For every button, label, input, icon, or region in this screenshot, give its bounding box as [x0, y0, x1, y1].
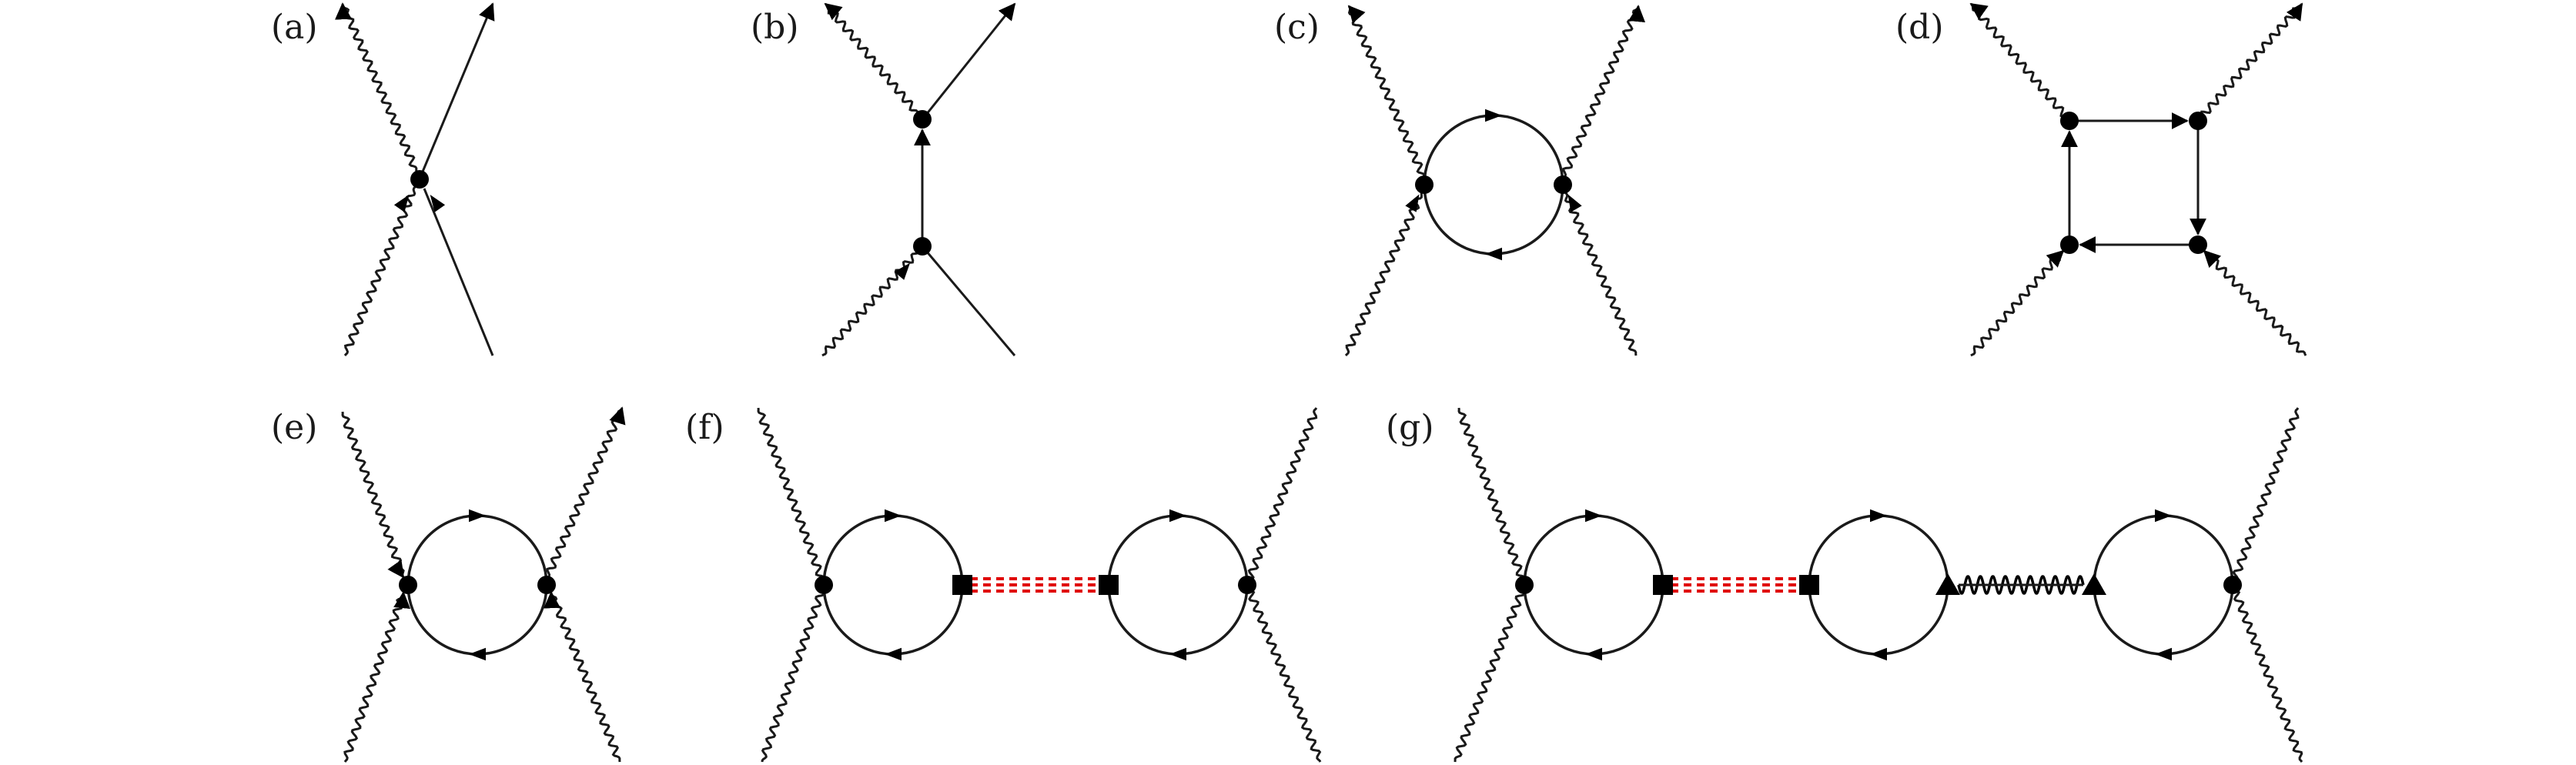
vertex-dot	[913, 110, 932, 129]
vertex-dot	[2223, 576, 2242, 594]
photon-line	[543, 591, 621, 763]
diagram-panel-a	[334, 2, 495, 356]
square-vertex	[1653, 575, 1673, 595]
photon-line	[545, 406, 626, 580]
arrowhead-in	[1567, 194, 1582, 212]
photon-line	[1457, 407, 1526, 586]
fermion-loop	[1423, 114, 1564, 256]
arrowhead-in	[393, 194, 410, 212]
vertex-dot	[537, 576, 556, 594]
triangle-vertex	[2082, 573, 2106, 595]
photon-line	[343, 186, 417, 356]
photon-line	[1344, 192, 1423, 356]
loop-arrow-bottom	[885, 647, 902, 661]
photon-line	[1561, 5, 1646, 179]
diagram-panel-g	[1454, 407, 2303, 763]
square-vertex	[1799, 575, 1819, 595]
fermion-loop	[1523, 514, 1664, 656]
diagram-panel-f	[757, 407, 1322, 763]
photon-line	[1969, 2, 2071, 122]
vertex-dot	[2189, 236, 2207, 254]
arrowhead-in	[1405, 194, 1420, 212]
square-vertex	[952, 575, 972, 595]
fermion-line	[925, 2, 1016, 115]
square-vertex	[1099, 575, 1119, 595]
photon-line	[2197, 2, 2303, 122]
arrowhead-in	[430, 194, 446, 212]
fermion-loop	[1107, 514, 1249, 656]
photon-line	[1970, 249, 2065, 357]
photon-line	[343, 591, 411, 763]
photon-line	[2231, 407, 2300, 585]
vertex-dot	[1415, 175, 1434, 194]
panel-label-b: (b)	[751, 8, 799, 47]
photon-line	[757, 407, 825, 586]
fermion-line	[925, 250, 1016, 356]
fermion-loop	[1808, 514, 1949, 656]
vertex-dot	[399, 576, 417, 594]
photon-line	[2231, 584, 2303, 763]
photon-line	[2203, 249, 2307, 356]
panel-label-a: (a)	[271, 8, 318, 47]
vertex-dot	[410, 170, 429, 189]
loop-arrow-bottom	[1870, 647, 1887, 661]
photon-line	[334, 2, 418, 172]
fermion-loop	[2093, 514, 2234, 656]
photon-line	[1246, 407, 1318, 586]
photon-line	[1246, 584, 1322, 763]
panel-label-c: (c)	[1274, 8, 1320, 47]
diagram-panel-d	[1969, 2, 2307, 357]
vertex-dot	[1238, 576, 1256, 594]
fermion-line	[423, 188, 494, 356]
photon-line	[341, 411, 405, 579]
diagram-panel-c	[1344, 5, 1646, 356]
loop-arrow-bottom	[2155, 647, 2172, 661]
loop-arrow-top	[1485, 109, 1502, 122]
photon-line	[1564, 191, 1638, 356]
arrowhead-in	[894, 262, 911, 280]
loop-arrow-top	[1585, 509, 1602, 523]
loop-arrow-top	[885, 509, 902, 523]
fermion-loop	[406, 514, 548, 656]
fermion-line	[421, 2, 495, 172]
loop-arrow-bottom	[1485, 247, 1502, 261]
loop-arrow-top	[1169, 509, 1186, 523]
photon-line	[761, 584, 825, 763]
fermion-loop	[822, 514, 964, 656]
panel-label-f: (f)	[685, 408, 724, 447]
loop-arrow-bottom	[1169, 647, 1186, 661]
photon-line	[1347, 5, 1426, 179]
loop-arrow-top	[469, 509, 486, 523]
photon-line	[1454, 584, 1526, 763]
vertex-dot	[2060, 112, 2079, 130]
panel-label-d: (d)	[1895, 8, 1944, 47]
loop-arrow-bottom	[469, 647, 486, 661]
diagram-panel-b	[821, 2, 1016, 357]
vertex-dot	[1554, 175, 1572, 194]
triangle-vertex	[1935, 573, 1960, 595]
loop-arrow-bottom	[1585, 647, 1602, 661]
photon-line	[824, 2, 920, 115]
panel-label-e: (e)	[271, 408, 317, 447]
vertex-dot	[2189, 112, 2207, 130]
vertex-dot	[913, 237, 932, 256]
panel-label-g: (g)	[1386, 408, 1434, 447]
diagram-panel-e	[341, 406, 626, 763]
vertex-dot	[815, 576, 833, 594]
loop-arrow-top	[1870, 509, 1887, 523]
vertex-dot	[1515, 576, 1534, 594]
loop-arrow-top	[2155, 509, 2172, 523]
vertex-dot	[2060, 236, 2079, 254]
